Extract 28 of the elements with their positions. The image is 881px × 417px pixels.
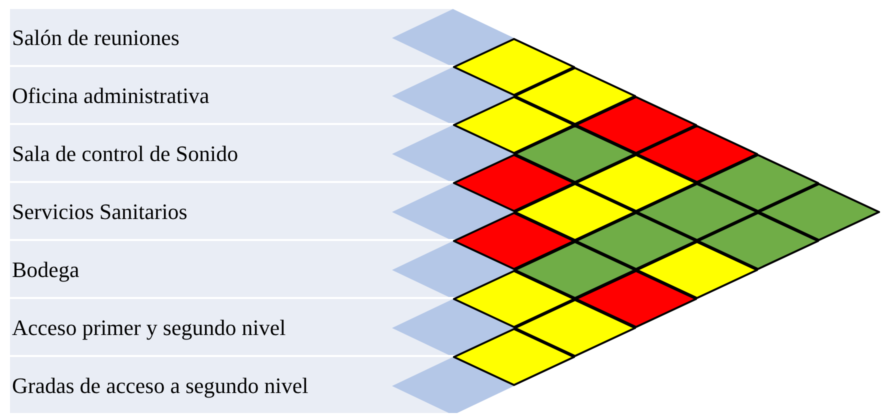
relation-diamond bbox=[514, 125, 636, 183]
row-label: Acceso primer y segundo nivel bbox=[12, 314, 286, 342]
relation-diamond bbox=[514, 241, 636, 299]
relation-diamond bbox=[514, 299, 636, 357]
relation-diamond bbox=[453, 212, 575, 270]
row-label: Oficina administrativa bbox=[12, 82, 210, 110]
relation-diamond bbox=[636, 125, 758, 183]
relation-diamond bbox=[453, 328, 575, 386]
row-label: Servicios Sanitarios bbox=[12, 198, 188, 226]
relation-diamond bbox=[636, 183, 758, 241]
row-label: Bodega bbox=[12, 256, 80, 284]
relation-diamond bbox=[575, 212, 697, 270]
relation-diamond bbox=[575, 96, 697, 154]
relation-diamond bbox=[697, 212, 819, 270]
relation-diamond bbox=[453, 270, 575, 328]
relation-diamond bbox=[453, 154, 575, 212]
relation-diamond bbox=[514, 67, 636, 125]
row-label: Gradas de acceso a segundo nivel bbox=[12, 372, 308, 400]
row-label: Salón de reuniones bbox=[12, 24, 180, 52]
relation-diamond bbox=[514, 183, 636, 241]
relation-diamond bbox=[453, 38, 575, 96]
relation-diamond bbox=[575, 154, 697, 212]
row-label: Sala de control de Sonido bbox=[12, 140, 238, 168]
relation-diamond bbox=[758, 183, 880, 241]
relation-diamond bbox=[575, 270, 697, 328]
relation-diamond bbox=[636, 241, 758, 299]
relation-diamond bbox=[453, 96, 575, 154]
relation-diamond bbox=[697, 154, 819, 212]
